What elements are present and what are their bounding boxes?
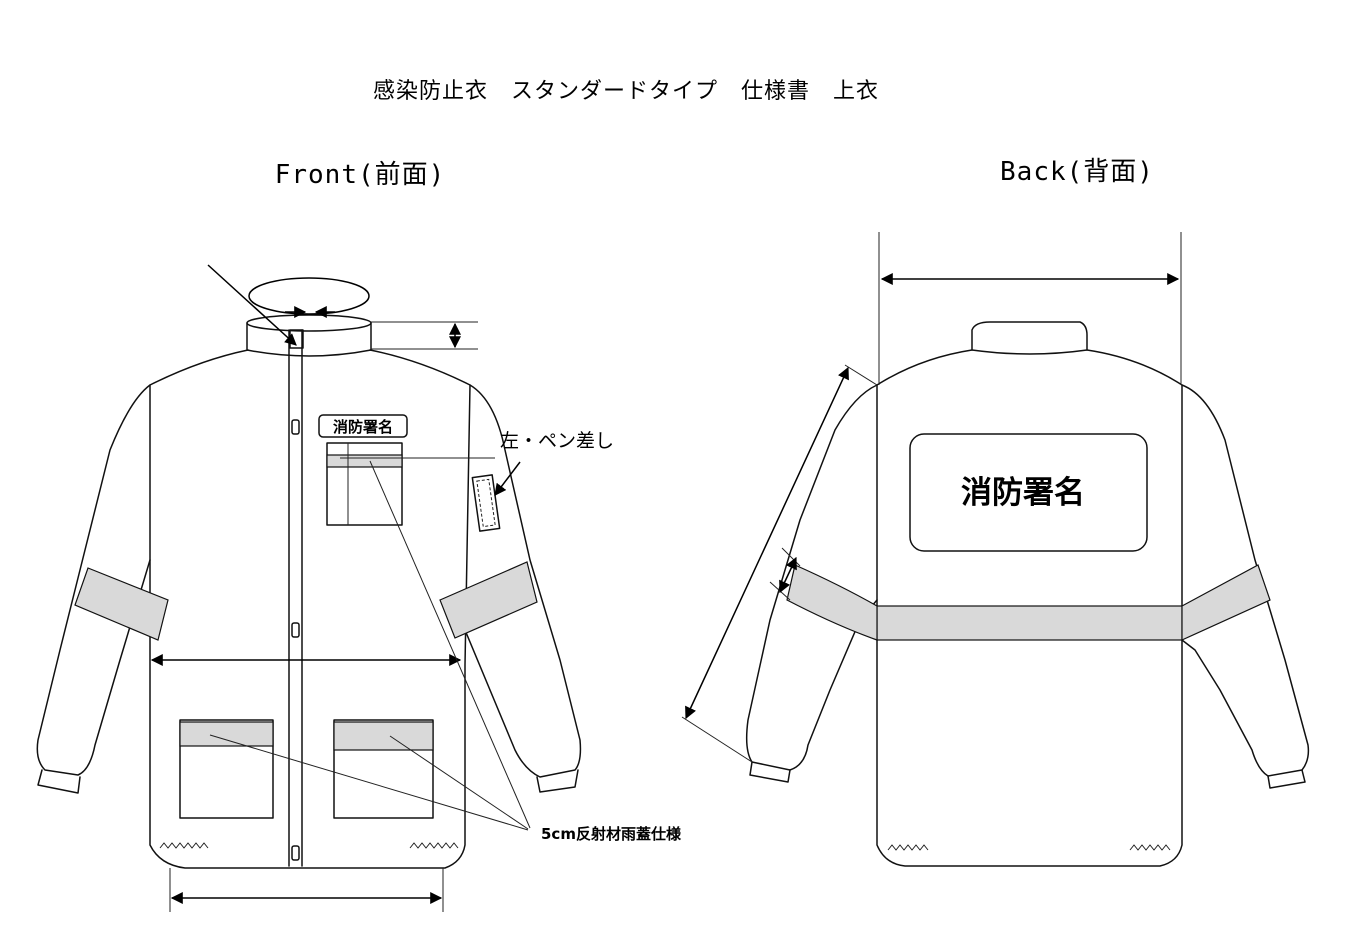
back-name-panel xyxy=(909,433,1148,552)
back-dimensions xyxy=(681,232,1182,763)
back-jacket: 消防署名 xyxy=(745,321,1310,867)
back-collar xyxy=(971,321,1088,355)
back-right-sleeve xyxy=(1181,384,1310,777)
front-snap-3 xyxy=(291,845,300,861)
back-right-cuff xyxy=(1267,769,1306,789)
front-right-cuff xyxy=(536,769,579,793)
back-hem-elastic-right xyxy=(1129,844,1171,851)
front-snap-1 xyxy=(291,419,300,435)
front-collar-band xyxy=(246,322,372,357)
back-left-sleeve xyxy=(745,384,878,771)
back-name-panel-text: 消防署名 xyxy=(961,475,1085,511)
band-width-arrow xyxy=(779,556,797,594)
back-view-label: Back(背面) xyxy=(1000,157,1154,187)
zipper-pull-tab xyxy=(289,329,304,349)
lower-right-pocket-reflective-flap xyxy=(333,721,434,751)
back-body-outline xyxy=(876,349,1183,867)
front-jacket: 消防署名 xyxy=(36,314,582,869)
sleeve-length-ext-top xyxy=(844,364,878,386)
front-left-sleeve-reflective-band xyxy=(74,567,169,641)
reflective-flap-note: 5cm反射材雨蓋仕様 xyxy=(541,825,682,843)
pen-holder-note: 左・ペン差し xyxy=(500,430,614,452)
chest-pocket xyxy=(326,442,403,526)
front-right-sleeve-reflective-band xyxy=(439,561,538,639)
chest-badge-text: 消防署名 xyxy=(333,418,393,436)
chest-badge-frame xyxy=(318,414,408,438)
lower-right-pocket xyxy=(333,719,434,819)
front-right-sleeve xyxy=(464,384,582,778)
chest-pocket-reflective-flap xyxy=(326,454,403,468)
reflective-leader-right-pocket xyxy=(389,735,529,830)
neck-circumference-loop xyxy=(248,277,370,315)
front-left-sleeve xyxy=(36,384,151,776)
front-hem-elastic-left xyxy=(159,842,209,849)
front-view-label: Front(前面) xyxy=(275,160,446,190)
back-left-sleeve-reflective-band xyxy=(786,564,878,641)
back-body-reflective-band xyxy=(876,605,1183,641)
back-right-sleeve-reflective-band xyxy=(1181,564,1271,641)
document-title: 感染防止衣 スタンダードタイプ 仕様書 上衣 xyxy=(373,79,879,104)
reflective-leader-chest xyxy=(369,460,531,829)
sleeve-length-arrow xyxy=(685,366,849,720)
front-left-cuff xyxy=(37,769,81,794)
zipper-pointer-line xyxy=(207,264,297,346)
lower-left-pocket-reflective-flap xyxy=(179,721,274,747)
front-snap-2 xyxy=(291,622,300,638)
reflective-leader-left-pocket xyxy=(209,734,529,831)
back-hem-elastic-left xyxy=(887,844,929,851)
pen-note-pointer xyxy=(494,461,521,496)
back-left-cuff xyxy=(749,761,791,783)
lower-left-pocket xyxy=(179,719,274,819)
pen-holder xyxy=(471,474,501,532)
front-body-outline xyxy=(149,349,471,869)
sleeve-length-ext-bottom xyxy=(681,716,753,763)
pen-holder-inner xyxy=(476,478,496,528)
front-hem-elastic-right xyxy=(409,842,459,849)
front-dimensions: 左・ペン差し 5cm反射材雨蓋仕様 xyxy=(150,264,682,912)
